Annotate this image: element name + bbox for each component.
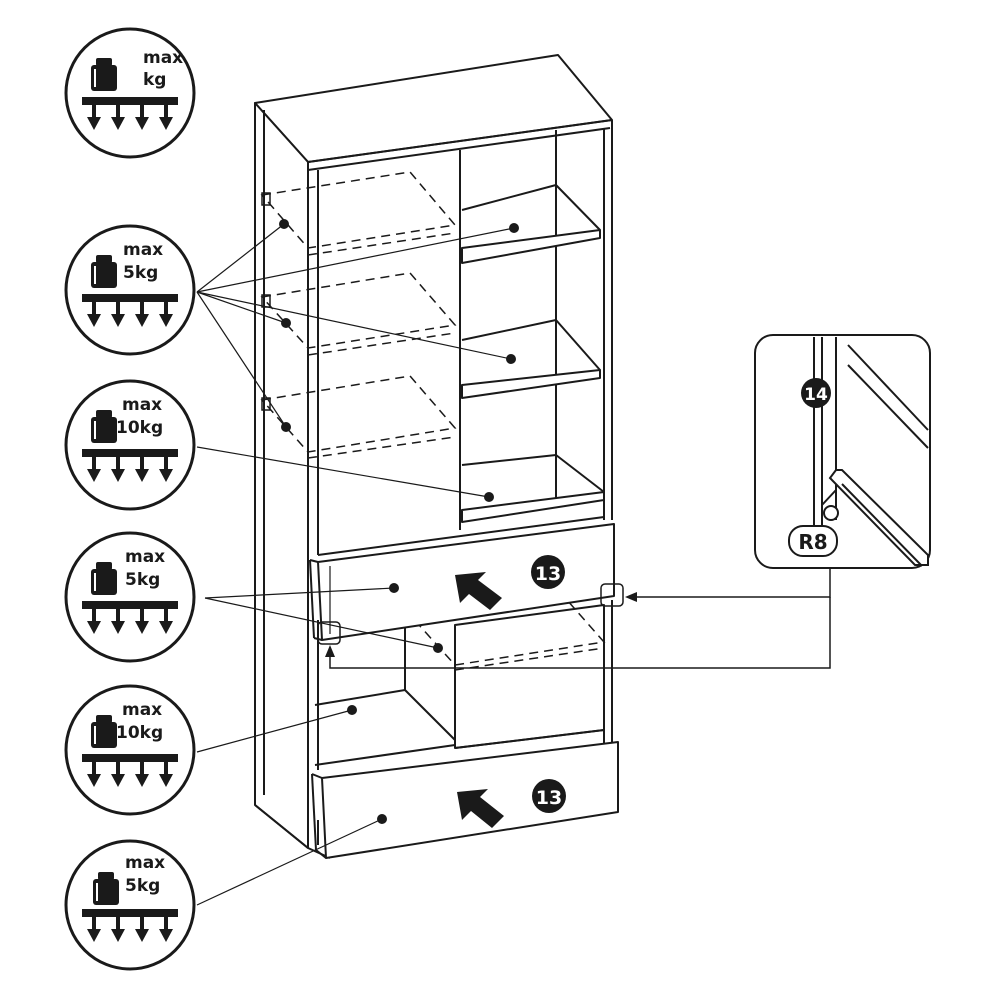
load-badge-3: max 10kg (64, 379, 196, 511)
badge-label-bottom: 10kg (116, 723, 163, 743)
load-badge-6: max 5kg (64, 839, 196, 971)
svg-text:13: 13 (535, 563, 561, 585)
drawer-part-13-lower: 13 (532, 779, 566, 813)
badge-label-bottom: 5kg (123, 263, 158, 283)
load-badge-4: max 5kg (64, 531, 196, 663)
badge-label-top: max (122, 395, 162, 415)
badge-label-top: max (125, 547, 165, 567)
detail-part-14: 14 (801, 378, 831, 408)
svg-text:14: 14 (804, 385, 828, 405)
load-badge-2: max 5kg (64, 224, 196, 356)
cabinet-body (254, 54, 613, 859)
upper-drawer-arrow-icon (455, 572, 502, 610)
badge-label-bottom: 5kg (125, 876, 160, 896)
connector-arrowheads (325, 592, 637, 657)
badge-label-bottom: kg (143, 70, 166, 90)
leader-lines (196, 223, 515, 906)
load-badge-1: max kg (64, 27, 196, 159)
badge-label-top: max (143, 48, 183, 68)
badge-label-bottom: 10kg (116, 418, 163, 438)
load-badge-5: max 10kg (64, 684, 196, 816)
badge-label-top: max (123, 240, 163, 260)
lower-drawer-arrow-icon (457, 789, 504, 828)
detail-inset (754, 334, 931, 569)
badge-label-top: max (122, 700, 162, 720)
svg-text:13: 13 (536, 787, 562, 809)
detail-connectors (317, 568, 831, 669)
detail-screw-label: R8 (788, 525, 838, 557)
badge-label-bottom: 5kg (125, 570, 160, 590)
badge-label-top: max (125, 853, 165, 873)
svg-text:R8: R8 (798, 530, 827, 554)
drawer-part-13-upper: 13 (531, 555, 565, 589)
